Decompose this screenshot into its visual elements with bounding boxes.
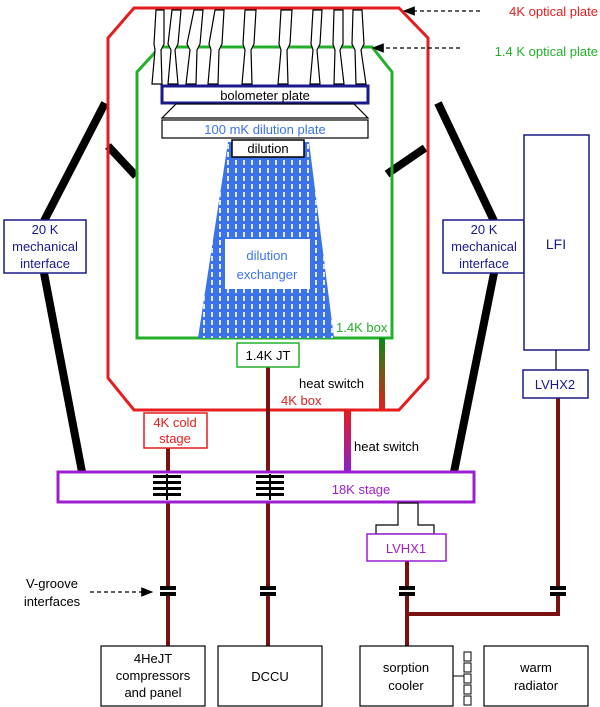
svg-text:100 mK dilution plate: 100 mK dilution plate xyxy=(204,122,325,137)
dilution-box: dilution xyxy=(231,139,305,158)
svg-text:stage: stage xyxy=(159,431,191,446)
heat-switch-lower-bar xyxy=(344,410,351,472)
svg-text:sorption: sorption xyxy=(383,660,429,675)
svg-text:LVHX1: LVHX1 xyxy=(386,541,426,556)
svg-text:4HeJT: 4HeJT xyxy=(134,651,172,666)
svg-text:warm: warm xyxy=(519,660,552,675)
vgroove-markers xyxy=(160,586,566,596)
warm-radiator-box: warm radiator xyxy=(483,645,589,707)
support-struts xyxy=(40,101,498,473)
svg-text:20 K: 20 K xyxy=(32,222,59,237)
lfi-box: LFI xyxy=(523,134,590,351)
svg-text:LFI: LFI xyxy=(546,236,566,252)
dilution-exchanger: dilution exchanger xyxy=(198,142,334,338)
mech-interface-right: 20 K mechanical interface xyxy=(442,219,525,274)
svg-text:20 K: 20 K xyxy=(471,222,498,237)
optical-plate-14k-callout: 1.4 K optical plate xyxy=(371,43,598,59)
svg-text:18K stage: 18K stage xyxy=(332,482,391,497)
sorption-cooler-box: sorption cooler xyxy=(359,645,454,707)
heat-switch-upper-bar xyxy=(379,338,385,410)
svg-text:mechanical: mechanical xyxy=(12,239,78,254)
dccu-box: DCCU xyxy=(217,645,323,707)
svg-text:compressors: compressors xyxy=(116,668,191,683)
lvhx1-mount xyxy=(375,502,435,535)
svg-text:exchanger: exchanger xyxy=(237,267,298,282)
svg-text:radiator: radiator xyxy=(514,678,559,693)
svg-text:mechanical: mechanical xyxy=(451,239,517,254)
feedhorns xyxy=(151,9,367,85)
svg-text:4K cold: 4K cold xyxy=(153,415,196,430)
heat-switch-upper-label: heat switch xyxy=(299,376,364,391)
compressors-box: 4HeJT compressors and panel xyxy=(100,645,206,707)
lvhx2-box: LVHX2 xyxy=(522,369,589,399)
svg-text:interface: interface xyxy=(459,256,509,271)
svg-text:interfaces: interfaces xyxy=(24,594,81,609)
dilution-plate: 100 mK dilution plate xyxy=(161,119,369,139)
heat-switch-lower-label: heat switch xyxy=(354,439,419,454)
sorption-radiator-connector xyxy=(453,651,472,706)
svg-text:cooler: cooler xyxy=(388,678,424,693)
svg-text:bolometer plate: bolometer plate xyxy=(220,88,310,103)
svg-text:interface: interface xyxy=(20,256,70,271)
bolometer-plate: bolometer plate xyxy=(160,84,370,105)
svg-text:LVHX2: LVHX2 xyxy=(535,377,575,392)
plate-support xyxy=(160,103,370,119)
svg-text:and panel: and panel xyxy=(124,685,181,700)
svg-text:4K optical plate: 4K optical plate xyxy=(509,4,598,19)
box-4k-label: 4K box xyxy=(281,393,322,408)
stage-18k-exchangers xyxy=(153,474,284,500)
svg-text:dilution: dilution xyxy=(246,248,287,263)
optical-plate-4k-callout: 4K optical plate xyxy=(402,4,598,19)
cold-stage-4k: 4K cold stage xyxy=(143,412,208,449)
svg-text:dilution: dilution xyxy=(247,141,288,156)
svg-text:1.4K JT: 1.4K JT xyxy=(246,348,291,363)
mech-interface-left: 20 K mechanical interface xyxy=(3,219,87,274)
jt-1.4k-box: 1.4K JT xyxy=(236,342,300,368)
box-1.4k-label: 1.4K box xyxy=(336,320,388,335)
lvhx1-box: LVHX1 xyxy=(366,533,447,562)
vgroove-label: V-groove interfaces xyxy=(24,576,154,609)
4k-box-outline xyxy=(106,6,430,412)
svg-text:V-groove: V-groove xyxy=(26,576,78,591)
svg-text:DCCU: DCCU xyxy=(251,669,289,684)
svg-text:1.4 K optical plate: 1.4 K optical plate xyxy=(495,44,598,59)
